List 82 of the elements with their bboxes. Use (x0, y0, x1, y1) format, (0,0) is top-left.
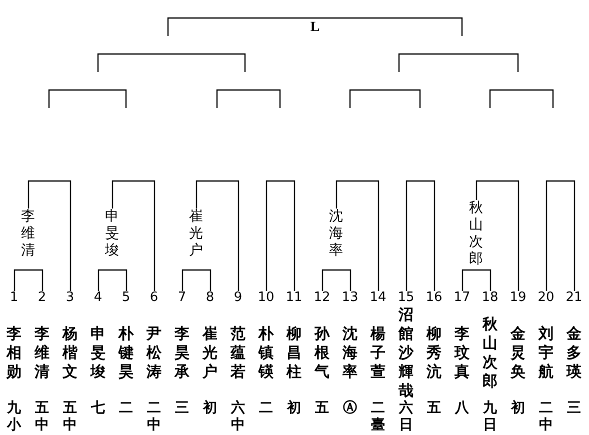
player-name: 李昊承 (173, 324, 190, 382)
bracket-line (196, 180, 240, 291)
bracket-line (546, 180, 576, 291)
winner-name: 申旻埈 (104, 208, 120, 260)
winner-name: 崔光户 (188, 208, 204, 260)
seed-number: 8 (206, 291, 214, 304)
rank-label: 七 (90, 400, 106, 417)
rank-label: 六中 (230, 400, 246, 434)
player-name: 范蕴若 (229, 324, 246, 382)
rank-label: 九日 (482, 400, 498, 434)
rank-label: 三 (566, 400, 582, 417)
seed-number: 1 (10, 291, 18, 304)
player-name: 李相勋 (5, 324, 22, 382)
rank-label: 五中 (34, 400, 50, 434)
winner-name: 沈海率 (328, 208, 344, 260)
player-name: 秋山次郎 (481, 315, 498, 391)
seed-number: 15 (398, 291, 414, 304)
rank-label: 二中 (538, 400, 554, 434)
bracket-line (322, 269, 352, 291)
seed-number: 10 (258, 291, 274, 304)
player-name: 金炅奂 (509, 324, 526, 382)
bracket-line (182, 269, 212, 291)
rank-label: 二 (258, 400, 274, 417)
player-name: 刘宇航 (537, 324, 554, 382)
player-name: 朴镇锳 (257, 324, 275, 382)
player-name: 朴键昊 (117, 324, 135, 382)
bracket-line (14, 269, 44, 291)
player-name: 崔光户 (201, 324, 218, 382)
bracket-line (112, 180, 156, 291)
bracket-line (476, 180, 520, 291)
player-name: 尹松涛 (145, 324, 162, 382)
rank-label: 三 (174, 400, 190, 417)
player-name: 李玟真 (453, 324, 470, 382)
seed-number: 3 (66, 291, 74, 304)
seed-number: 5 (122, 291, 130, 304)
rank-label: 五 (426, 400, 442, 417)
rank-label: 九小 (6, 400, 22, 434)
rank-label: 五中 (62, 400, 78, 434)
seed-number: 20 (538, 291, 554, 304)
round-label: L (310, 21, 320, 35)
rank-label: 六日 (398, 400, 414, 434)
seed-number: 13 (342, 291, 358, 304)
seed-number: 14 (370, 291, 386, 304)
rank-label: 初 (286, 400, 302, 417)
seed-number: 11 (286, 291, 302, 304)
seed-number: 18 (482, 291, 498, 304)
player-name: 孙根气 (313, 324, 331, 382)
player-name: 杨楷文 (61, 324, 78, 382)
player-name: 金多瑛 (565, 324, 582, 382)
player-name: 申旻埈 (89, 324, 106, 382)
seed-number: 19 (510, 291, 526, 304)
rank-label: 八 (454, 400, 470, 417)
bracket-line (28, 180, 72, 291)
seed-number: 12 (314, 291, 330, 304)
seed-number: 16 (426, 291, 442, 304)
player-name: 沼館沙輝哉 (397, 306, 415, 400)
seed-number: 2 (38, 291, 46, 304)
rank-label: Ⓐ (342, 400, 358, 417)
seed-number: 21 (566, 291, 582, 304)
bracket-line (98, 269, 128, 291)
player-name: 李维清 (33, 324, 50, 382)
winner-name: 秋山次郎 (468, 200, 484, 268)
rank-label: 初 (510, 400, 526, 417)
bracket-line (462, 269, 492, 291)
player-name: 沈海率 (342, 324, 358, 382)
rank-label: 二臺 (370, 400, 386, 434)
rank-label: 二 (118, 400, 134, 417)
seed-number: 7 (178, 291, 186, 304)
player-name: 柳秀沆 (425, 324, 442, 382)
bracket-line (266, 180, 296, 291)
seed-number: 9 (234, 291, 242, 304)
bracket-line (406, 180, 436, 291)
player-name: 楊子萱 (369, 324, 386, 382)
bracket-line (336, 180, 380, 291)
rank-label: 二中 (146, 400, 162, 434)
seed-number: 6 (150, 291, 158, 304)
rank-label: 五 (314, 400, 330, 417)
seed-number: 4 (94, 291, 102, 304)
rank-label: 初 (202, 400, 218, 417)
winner-name: 李维清 (20, 208, 36, 260)
player-name: 柳昌柱 (285, 324, 302, 382)
seed-number: 17 (454, 291, 470, 304)
